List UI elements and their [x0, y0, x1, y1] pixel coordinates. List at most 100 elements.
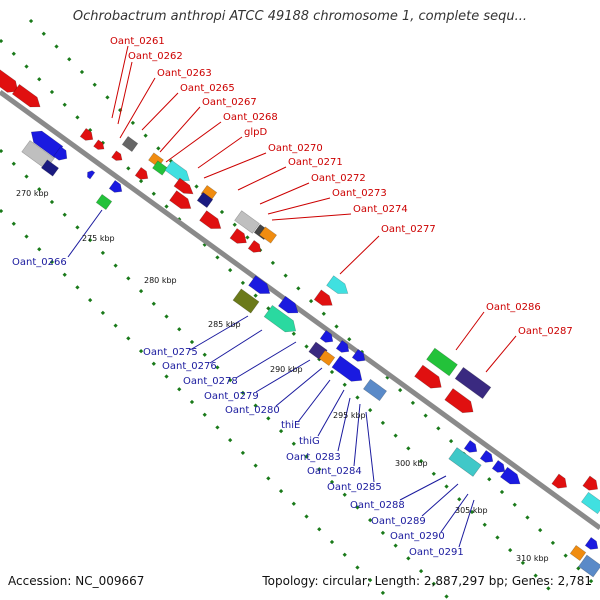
gene-arrow[interactable]: [40, 159, 60, 177]
gene-arrow[interactable]: [173, 177, 196, 198]
leader-line: [399, 475, 447, 501]
gene-label-reverse[interactable]: Oant_0280: [225, 405, 280, 416]
gene-arrow[interactable]: [196, 192, 214, 208]
gene-label-forward[interactable]: Oant_0263: [157, 68, 212, 79]
gene-label-forward[interactable]: Oant_0271: [288, 157, 343, 168]
gene-label-forward[interactable]: Oant_0277: [381, 224, 436, 235]
gene-label-reverse[interactable]: Oant_0285: [327, 482, 382, 493]
gene-label-forward[interactable]: Oant_0286: [486, 302, 541, 313]
gene-arrow[interactable]: [414, 364, 446, 393]
gene-arrow[interactable]: [232, 288, 260, 314]
leader-line: [267, 197, 331, 215]
gene-arrow[interactable]: [463, 440, 480, 455]
gene-arrow[interactable]: [121, 136, 139, 152]
gene-label-reverse[interactable]: Oant_0278: [183, 376, 238, 387]
gene-arrow[interactable]: [318, 350, 336, 366]
leader-line: [203, 152, 267, 179]
gene-arrow[interactable]: [582, 475, 600, 494]
gene-arrow[interactable]: [362, 378, 388, 402]
gene-arrow[interactable]: [248, 275, 274, 299]
gene-arrow[interactable]: [426, 347, 458, 377]
gene-arrow[interactable]: [335, 340, 352, 355]
label-leader-lines: [67, 45, 517, 548]
gene-label-forward[interactable]: Oant_0287: [518, 326, 573, 337]
gene-arrow[interactable]: [499, 466, 523, 488]
gene-arrow[interactable]: [11, 83, 43, 111]
gene-arrow[interactable]: [164, 160, 193, 186]
gene-arrow[interactable]: [491, 460, 508, 475]
gene-label-reverse[interactable]: Oant_0290: [390, 531, 445, 542]
gene-arrow[interactable]: [277, 295, 301, 317]
gene-arrow[interactable]: [79, 128, 96, 143]
gene-arrow[interactable]: [93, 139, 107, 152]
leader-line: [271, 213, 352, 221]
gene-label-forward[interactable]: glpD: [244, 127, 267, 138]
gene-arrow[interactable]: [169, 190, 195, 214]
leader-line: [440, 493, 469, 533]
gene-arrow[interactable]: [152, 160, 168, 176]
gene-arrow[interactable]: [448, 447, 482, 477]
gene-arrow[interactable]: [229, 228, 250, 247]
guide-tracks: [0, 18, 600, 600]
gene-features: [0, 66, 600, 578]
gene-arrow[interactable]: [0, 66, 22, 97]
gene-arrow[interactable]: [444, 388, 477, 418]
gene-arrow[interactable]: [351, 349, 368, 364]
gene-label-forward[interactable]: Oant_0270: [268, 143, 323, 154]
leader-line: [119, 77, 156, 139]
tick-label: 305 kbp: [455, 506, 488, 515]
leader-line: [67, 209, 103, 258]
gene-label-reverse[interactable]: Oant_0275: [143, 347, 198, 358]
gene-arrow[interactable]: [108, 180, 125, 195]
gene-arrow[interactable]: [479, 450, 496, 465]
gene-arrow[interactable]: [578, 554, 600, 578]
gene-arrow[interactable]: [580, 491, 600, 515]
gene-label-forward[interactable]: Oant_0265: [180, 83, 235, 94]
gene-label-forward[interactable]: Oant_0268: [223, 112, 278, 123]
leader-line: [159, 106, 201, 153]
gene-arrow[interactable]: [258, 226, 278, 244]
gene-arrow[interactable]: [234, 210, 260, 234]
leader-line: [117, 61, 133, 125]
gene-arrow[interactable]: [331, 355, 366, 386]
gene-arrow[interactable]: [85, 169, 96, 180]
leader-line: [275, 367, 323, 407]
gene-label-reverse[interactable]: Oant_0279: [204, 391, 259, 402]
gene-arrow[interactable]: [247, 240, 264, 255]
gene-arrow[interactable]: [569, 545, 587, 561]
topology-text: Topology: circular; Length: 2,887,297 bp…: [262, 574, 592, 588]
leader-line: [259, 182, 310, 205]
gene-label-forward[interactable]: Oant_0272: [311, 173, 366, 184]
guide-track-inner-2: [0, 208, 392, 600]
gene-arrow[interactable]: [319, 330, 336, 345]
gene-arrow[interactable]: [584, 537, 600, 552]
gene-arrow[interactable]: [95, 194, 113, 210]
gene-label-reverse[interactable]: Oant_0276: [162, 361, 217, 372]
leader-line: [111, 45, 129, 119]
gene-label-forward[interactable]: Oant_0262: [128, 51, 183, 62]
gene-arrow[interactable]: [326, 275, 352, 299]
gene-label-reverse[interactable]: thiG: [299, 436, 320, 447]
gene-arrow[interactable]: [111, 150, 125, 163]
leader-line: [365, 411, 375, 483]
gene-label-reverse[interactable]: thiE: [281, 420, 300, 431]
gene-arrow[interactable]: [134, 167, 151, 182]
gene-arrow[interactable]: [53, 146, 71, 164]
gene-label-reverse[interactable]: Oant_0266: [12, 257, 67, 268]
gene-arrow[interactable]: [551, 473, 570, 492]
gene-arrow[interactable]: [199, 210, 225, 234]
gene-arrow[interactable]: [263, 304, 300, 336]
gene-label-forward[interactable]: Oant_0261: [110, 36, 165, 47]
gene-label-forward[interactable]: Oant_0267: [202, 97, 257, 108]
gene-label-forward[interactable]: Oant_0273: [332, 188, 387, 199]
gene-label-reverse[interactable]: Oant_0284: [307, 466, 362, 477]
leader-line: [235, 341, 297, 379]
gene-label-reverse[interactable]: Oant_0291: [409, 547, 464, 558]
gene-label-forward[interactable]: Oant_0274: [353, 204, 408, 215]
gene-label-reverse[interactable]: Oant_0283: [286, 452, 341, 463]
gene-label-reverse[interactable]: Oant_0289: [371, 516, 426, 527]
gene-arrow[interactable]: [313, 289, 336, 310]
gene-label-reverse[interactable]: Oant_0288: [350, 500, 405, 511]
gene-arrow[interactable]: [454, 366, 492, 400]
